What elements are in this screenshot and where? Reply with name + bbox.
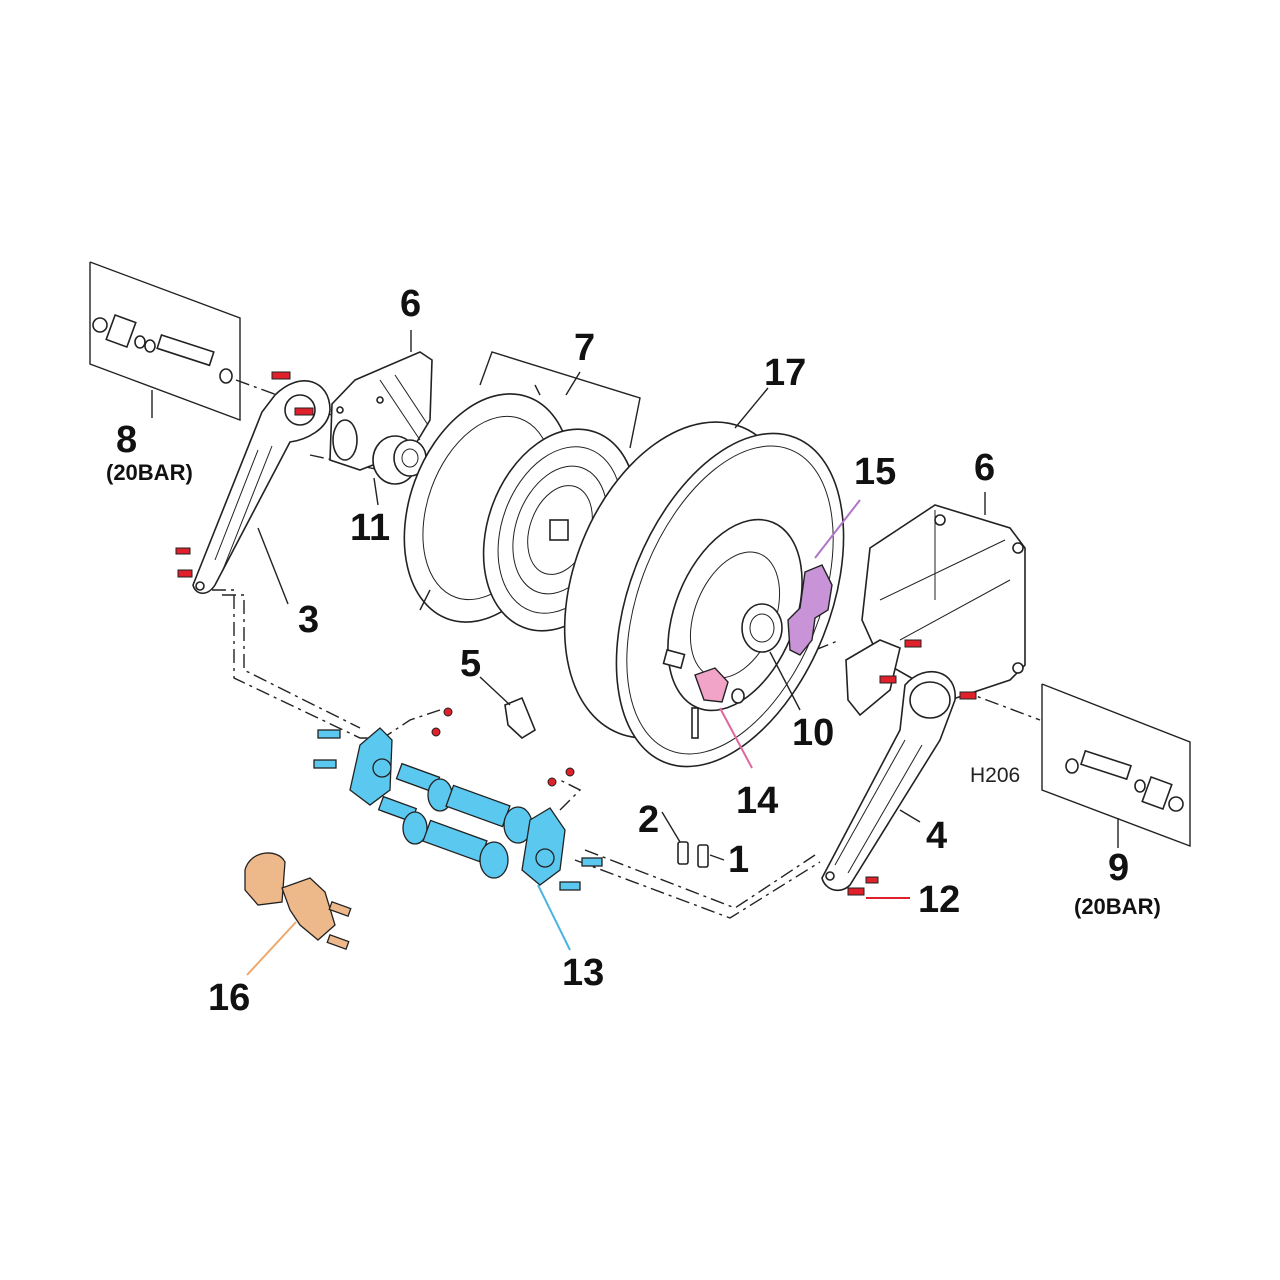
pawl-shape bbox=[694, 667, 729, 703]
callout-8-note: (20BAR) bbox=[106, 460, 193, 485]
pawl-part-14 bbox=[694, 667, 745, 704]
callout-4: 4 bbox=[926, 815, 947, 857]
callout-9: 9 bbox=[1108, 847, 1129, 889]
figure-code: H206 bbox=[970, 764, 1020, 787]
callout-6-left: 6 bbox=[400, 283, 421, 325]
callout-7: 7 bbox=[574, 327, 595, 369]
callout-9-note: (20BAR) bbox=[1074, 894, 1161, 919]
callout-8: 8 bbox=[116, 419, 137, 461]
fittings-parts-1-2 bbox=[677, 841, 709, 868]
part-5-plate bbox=[504, 696, 536, 740]
callout-15: 15 bbox=[854, 451, 896, 493]
screws-red bbox=[175, 371, 977, 896]
left-arm-part-3 bbox=[192, 380, 331, 595]
callout-6-right: 6 bbox=[974, 447, 995, 489]
callout-12: 12 bbox=[918, 879, 960, 921]
callout-10: 10 bbox=[792, 712, 834, 754]
callout-5: 5 bbox=[460, 643, 481, 685]
callout-14: 14 bbox=[736, 780, 778, 822]
right-bracket-part-6 bbox=[845, 504, 1026, 717]
brake-shape bbox=[787, 564, 833, 656]
callout-17: 17 bbox=[764, 352, 806, 394]
callout-11: 11 bbox=[350, 507, 390, 549]
bearing-part-11 bbox=[372, 435, 427, 485]
callout-labels: 1 2 3 4 5 6 6 7 8 (20BAR) 9 (20BAR) 10 1… bbox=[106, 283, 1161, 1019]
callout-13: 13 bbox=[562, 952, 604, 994]
callout-16: 16 bbox=[208, 977, 250, 1019]
right-arm-part-4 bbox=[821, 670, 956, 892]
kit-box-8 bbox=[89, 261, 241, 422]
leader-lines bbox=[246, 330, 986, 976]
brake-part-15 bbox=[787, 564, 833, 656]
clamp-part-16 bbox=[244, 852, 352, 951]
kit-box-9 bbox=[1041, 683, 1191, 848]
callout-2: 2 bbox=[638, 799, 659, 841]
callout-1: 1 bbox=[728, 839, 749, 881]
callout-3: 3 bbox=[298, 599, 319, 641]
shaft-assembly-part-13 bbox=[313, 727, 603, 891]
